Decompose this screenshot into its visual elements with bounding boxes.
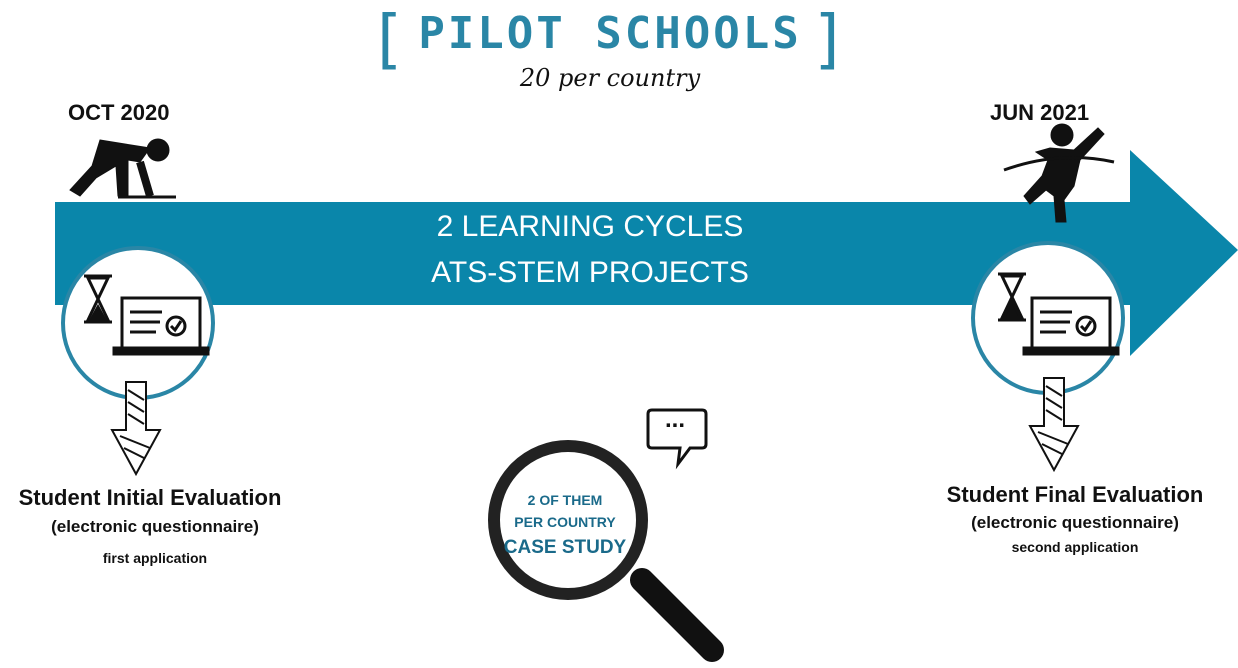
final-evaluation-badge — [971, 241, 1125, 395]
initial-evaluation-subtitle: (electronic questionnaire) — [51, 517, 259, 536]
timeline-arrow-shape — [55, 150, 1238, 356]
speech-bubble-dots: ... — [664, 406, 685, 433]
runner-finish-icon — [1003, 123, 1115, 223]
hourglass-icon — [84, 274, 112, 324]
down-arrow-icon — [110, 381, 162, 477]
down-arrow-icon — [1028, 377, 1080, 473]
page-subtitle: 20 per country — [519, 64, 701, 92]
arrow-label-line1: 2 LEARNING CYCLES — [436, 210, 744, 243]
final-evaluation-title: Student Final Evaluation — [946, 482, 1204, 507]
laptop-checklist-icon — [112, 296, 210, 356]
arrow-label-line2: ATS-STEM PROJECTS — [431, 256, 749, 289]
final-evaluation-application: second application — [1011, 539, 1139, 555]
case-study-line3: CASE STUDY — [503, 537, 627, 558]
initial-evaluation-title: Student Initial Evaluation — [18, 485, 282, 510]
case-study-line2: PER COUNTRY — [514, 514, 616, 530]
speech-bubble-icon — [646, 408, 708, 470]
start-date: OCT 2020 — [68, 100, 170, 125]
laptop-checklist-icon — [1022, 296, 1120, 356]
page-title: PILOT SCHOOLS — [418, 8, 802, 59]
title-bracket-left: [ — [368, 3, 407, 77]
title-bracket-right: ] — [810, 3, 849, 77]
hourglass-icon — [998, 272, 1026, 322]
end-date: JUN 2021 — [990, 100, 1090, 125]
sprinter-start-icon — [69, 138, 176, 199]
initial-evaluation-application: first application — [102, 550, 208, 566]
final-evaluation-subtitle: (electronic questionnaire) — [971, 513, 1179, 532]
magnifier-icon — [488, 440, 724, 662]
case-study-line1: 2 OF THEM — [527, 492, 603, 508]
initial-evaluation-badge — [61, 246, 215, 400]
